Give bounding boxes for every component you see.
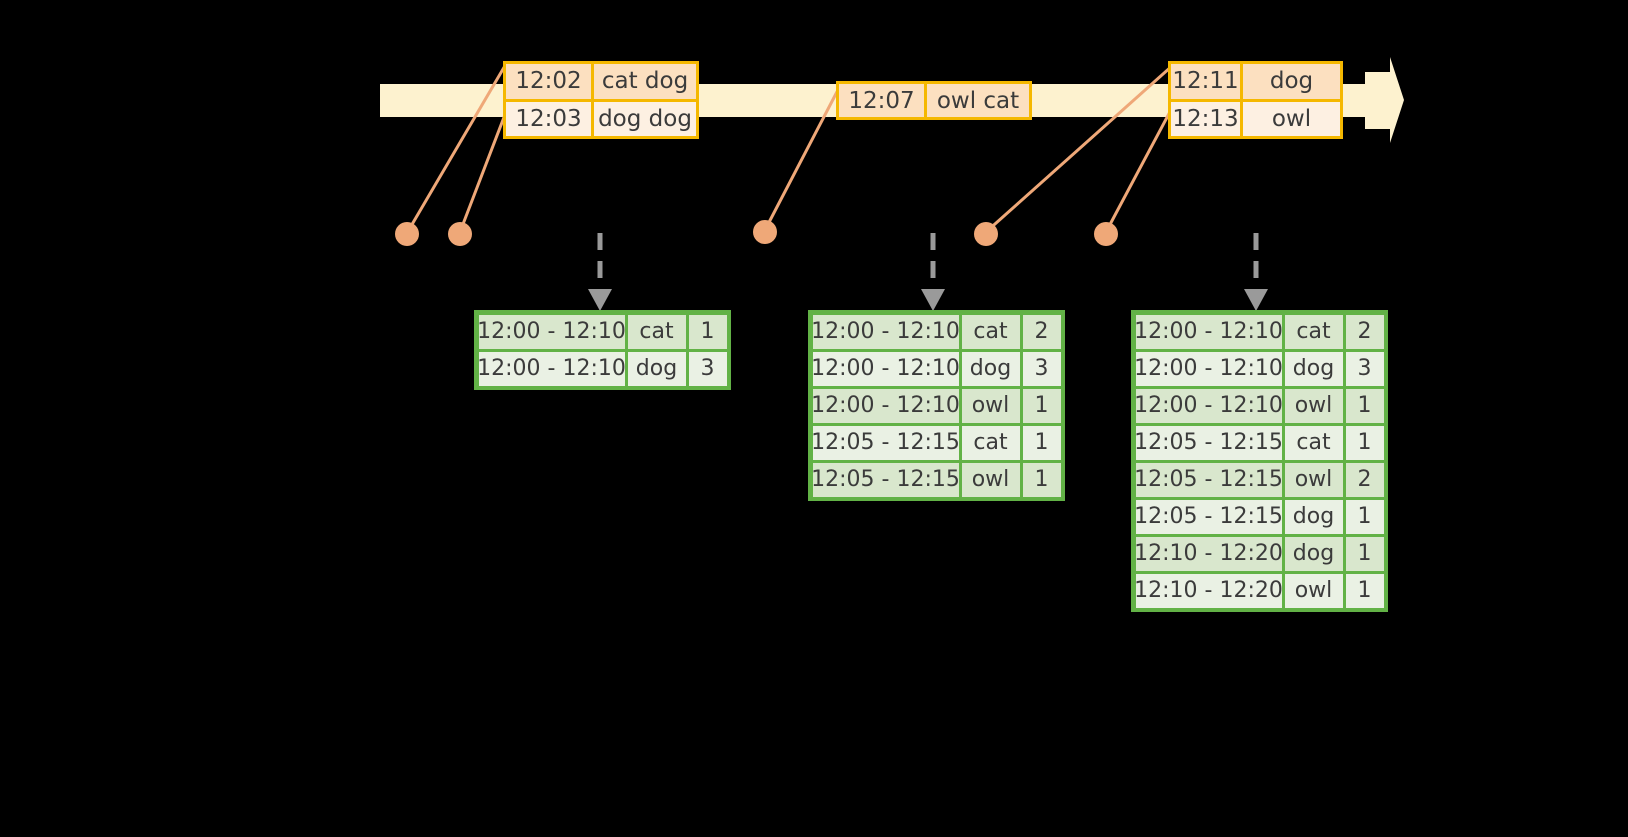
cell-window: 12:00 - 12:10 [1134,388,1283,423]
cell-word: dog [627,351,686,386]
cell-count: 1 [688,314,727,349]
cell-word: owl [961,462,1020,497]
event-row: 12:07 owl cat [839,84,1029,117]
cell-window: 12:10 - 12:20 [1134,536,1283,571]
event-text: dog dog [594,101,696,136]
cell-word: dog [961,351,1020,386]
cell-count: 1 [1345,536,1384,571]
cell-window: 12:00 - 12:10 [1134,314,1283,349]
cell-word: cat [1284,314,1343,349]
cell-count: 2 [1022,314,1061,349]
event-group-1[interactable]: 12:02 cat dog 12:03 dog dog [503,61,699,139]
cell-word: owl [1284,462,1343,497]
cell-count: 3 [1345,351,1384,386]
event-time: 12:13 [1171,101,1243,136]
cell-word: cat [1284,425,1343,460]
cell-count: 3 [688,351,727,386]
cell-window: 12:00 - 12:10 [477,351,626,386]
event-text: owl [1243,101,1340,136]
connector-line-2 [458,111,508,233]
cell-count: 1 [1022,425,1061,460]
cell-word: owl [1284,573,1343,608]
event-row: 12:13 owl [1171,98,1340,136]
cell-word: cat [961,314,1020,349]
event-group-2[interactable]: 12:07 owl cat [836,81,1032,120]
event-time: 12:02 [506,64,594,99]
cell-window: 12:00 - 12:10 [811,388,960,423]
cell-word: cat [961,425,1020,460]
event-time: 12:11 [1171,64,1243,99]
cell-window: 12:05 - 12:15 [1134,462,1283,497]
event-row: 12:02 cat dog [506,64,696,99]
event-time: 12:03 [506,101,594,136]
cell-word: owl [961,388,1020,423]
dashed-arrow-3 [1244,233,1268,311]
cell-count: 1 [1345,388,1384,423]
cell-word: cat [627,314,686,349]
cell-count: 1 [1345,425,1384,460]
cell-word: owl [1284,388,1343,423]
cell-count: 1 [1022,388,1061,423]
cell-window: 12:00 - 12:10 [477,314,626,349]
cell-count: 2 [1345,314,1384,349]
event-group-3[interactable]: 12:11 dog 12:13 owl [1168,61,1343,139]
cell-word: dog [1284,351,1343,386]
timeline-arrowhead [1365,57,1404,143]
event-row: 12:03 dog dog [506,98,696,136]
event-text: cat dog [594,64,696,99]
cell-count: 1 [1345,573,1384,608]
cell-window: 12:00 - 12:10 [1134,351,1283,386]
connector-dot-3 [753,220,777,244]
connector-dot-1 [395,222,419,246]
cell-count: 2 [1345,462,1384,497]
dashed-arrow-2 [921,233,945,311]
event-text: owl cat [927,84,1029,117]
cell-count: 3 [1022,351,1061,386]
event-row: 12:11 dog [1171,64,1340,99]
event-time: 12:07 [839,84,927,117]
cell-count: 1 [1022,462,1061,497]
event-text: dog [1243,64,1340,99]
connector-dot-2 [448,222,472,246]
dashed-arrow-1 [588,233,612,311]
cell-window: 12:10 - 12:20 [1134,573,1283,608]
cell-window: 12:00 - 12:10 [811,351,960,386]
cell-window: 12:05 - 12:15 [811,462,960,497]
cell-window: 12:05 - 12:15 [811,425,960,460]
connector-dot-4 [974,222,998,246]
cell-count: 1 [1345,499,1384,534]
cell-word: dog [1284,499,1343,534]
cell-window: 12:00 - 12:10 [811,314,960,349]
cell-window: 12:05 - 12:15 [1134,499,1283,534]
cell-word: dog [1284,536,1343,571]
connector-line-5 [1104,107,1174,233]
connector-dot-5 [1094,222,1118,246]
cell-window: 12:05 - 12:15 [1134,425,1283,460]
